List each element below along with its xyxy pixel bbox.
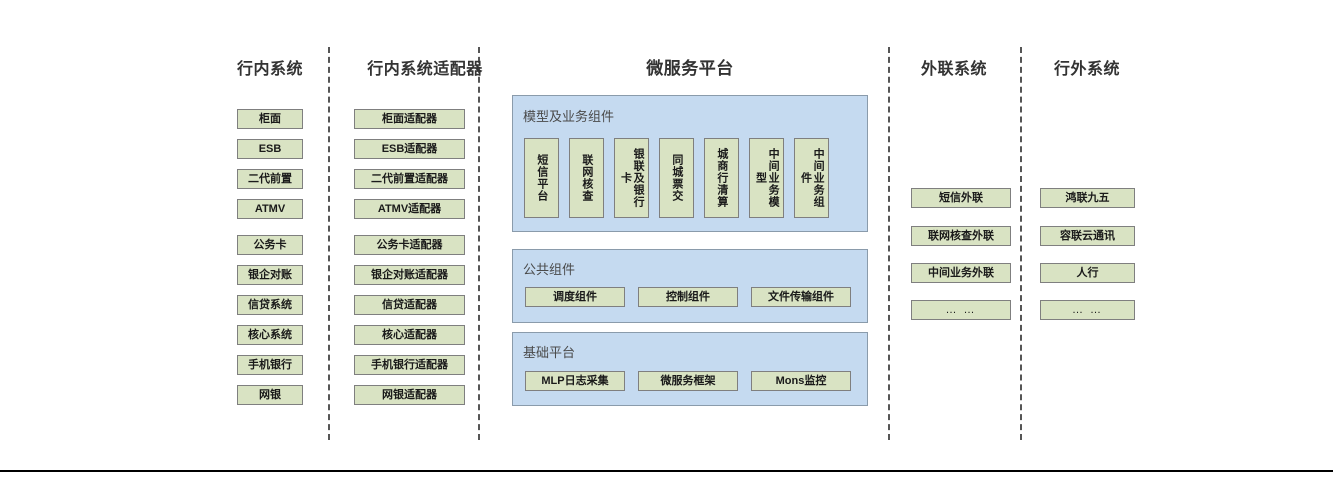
node-adapter-5[interactable]: 公务卡适配器	[354, 235, 465, 255]
node-adapter-7[interactable]: 信贷适配器	[354, 295, 465, 315]
node-public-3[interactable]: 文件传输组件	[751, 287, 851, 307]
node-base-1[interactable]: MLP日志采集	[525, 371, 625, 391]
column-title-internal-system-adapters: 行内系统适配器	[367, 61, 483, 78]
node-adapter-4[interactable]: ATMV适配器	[354, 199, 465, 219]
panel-title-public-components: 公共组件	[523, 262, 576, 277]
panel-title-model-business-components: 模型及业务组件	[523, 109, 615, 124]
divider-3	[888, 47, 890, 440]
node-internal-7[interactable]: 信贷系统	[237, 295, 303, 315]
node-external-4[interactable]: … …	[911, 300, 1011, 320]
node-model-6[interactable]: 中间业务模型	[749, 138, 784, 218]
node-adapter-9[interactable]: 手机银行适配器	[354, 355, 465, 375]
node-internal-3[interactable]: 二代前置	[237, 169, 303, 189]
node-model-3[interactable]: 银联及银行卡	[614, 138, 649, 218]
node-internal-2[interactable]: ESB	[237, 139, 303, 159]
node-adapter-3[interactable]: 二代前置适配器	[354, 169, 465, 189]
node-base-3[interactable]: Mons监控	[751, 371, 851, 391]
node-adapter-1[interactable]: 柜面适配器	[354, 109, 465, 129]
panel-title-base-platform: 基础平台	[523, 345, 576, 360]
node-base-2[interactable]: 微服务框架	[638, 371, 738, 391]
node-outside-4[interactable]: … …	[1040, 300, 1135, 320]
divider-1	[328, 47, 330, 440]
node-adapter-2[interactable]: ESB适配器	[354, 139, 465, 159]
node-model-2[interactable]: 联网核查	[569, 138, 604, 218]
node-external-2[interactable]: 联网核查外联	[911, 226, 1011, 246]
divider-4	[1020, 47, 1022, 440]
divider-2	[478, 47, 480, 440]
node-model-4[interactable]: 同城票交	[659, 138, 694, 218]
node-model-7[interactable]: 中间业务组件	[794, 138, 829, 218]
panel-public-components	[512, 249, 868, 323]
column-title-external-link-systems: 外联系统	[920, 61, 987, 78]
node-public-2[interactable]: 控制组件	[638, 287, 738, 307]
node-internal-4[interactable]: ATMV	[237, 199, 303, 219]
panel-base-platform	[512, 332, 868, 406]
column-title-outside-bank-systems: 行外系统	[1053, 61, 1120, 78]
node-outside-3[interactable]: 人行	[1040, 263, 1135, 283]
node-internal-9[interactable]: 手机银行	[237, 355, 303, 375]
bottom-divider	[0, 470, 1333, 472]
node-model-1[interactable]: 短信平台	[524, 138, 559, 218]
column-title-microservice-platform: 微服务平台	[646, 59, 734, 78]
node-internal-10[interactable]: 网银	[237, 385, 303, 405]
node-external-1[interactable]: 短信外联	[911, 188, 1011, 208]
node-public-1[interactable]: 调度组件	[525, 287, 625, 307]
node-internal-5[interactable]: 公务卡	[237, 235, 303, 255]
node-adapter-6[interactable]: 银企对账适配器	[354, 265, 465, 285]
node-internal-8[interactable]: 核心系统	[237, 325, 303, 345]
node-model-5[interactable]: 城商行清算	[704, 138, 739, 218]
node-external-3[interactable]: 中间业务外联	[911, 263, 1011, 283]
node-internal-6[interactable]: 银企对账	[237, 265, 303, 285]
node-outside-1[interactable]: 鸿联九五	[1040, 188, 1135, 208]
node-internal-1[interactable]: 柜面	[237, 109, 303, 129]
node-adapter-8[interactable]: 核心适配器	[354, 325, 465, 345]
node-outside-2[interactable]: 容联云通讯	[1040, 226, 1135, 246]
node-adapter-10[interactable]: 网银适配器	[354, 385, 465, 405]
column-title-internal-systems: 行内系统	[236, 61, 303, 78]
